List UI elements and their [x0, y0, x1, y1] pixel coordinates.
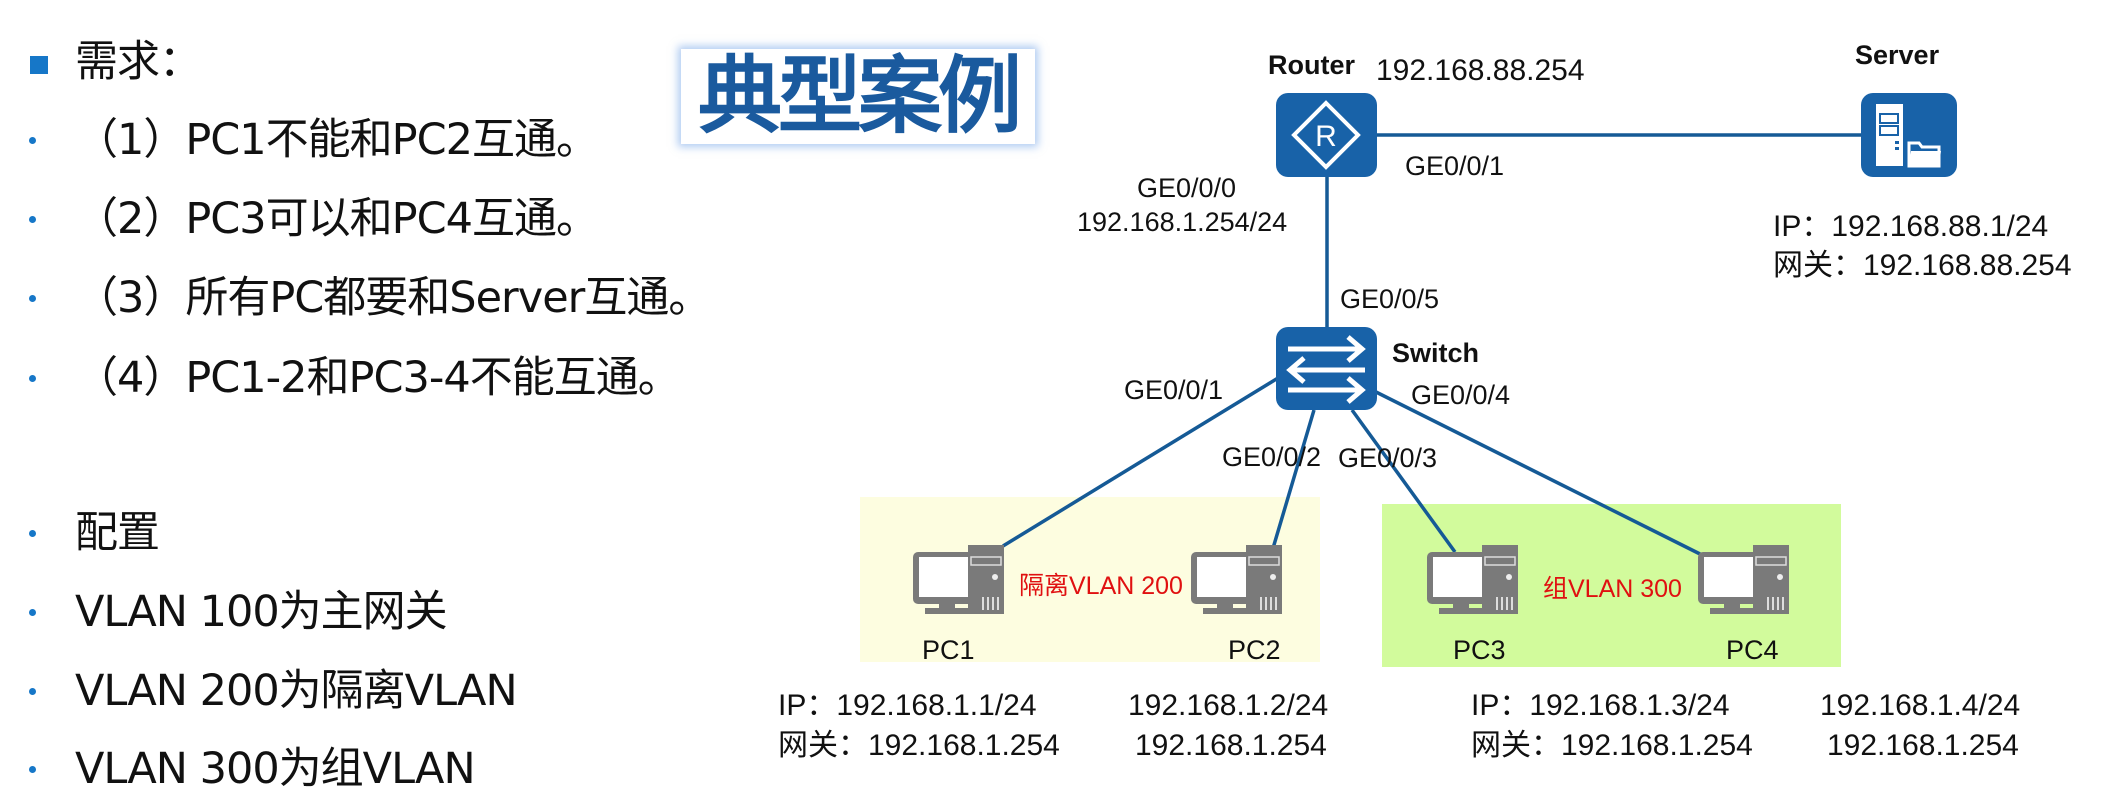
switch-port-label: GE0/0/5	[1340, 284, 1440, 314]
config-item: VLAN 100为主网关	[75, 587, 448, 637]
bullet-dot-icon	[29, 530, 36, 537]
requirement-item: （2）PC3可以和PC4互通。	[75, 194, 599, 244]
page-title: 典型案例	[697, 47, 1022, 145]
switch-device[interactable]	[1276, 327, 1377, 410]
pc3-gateway: 网关：192.168.1.254	[1471, 729, 1753, 762]
heading-bullet-icon	[30, 56, 48, 74]
router-port-label: GE0/0/1	[1405, 151, 1505, 181]
pc-name-label: PC2	[1228, 635, 1281, 665]
pc-icon	[1698, 545, 1789, 614]
bullet-dot-icon	[29, 216, 36, 223]
pc1-gateway: 网关：192.168.1.254	[778, 729, 1060, 762]
requirements-heading: 需求：	[75, 37, 202, 87]
pc3-device[interactable]	[1427, 545, 1519, 619]
bullet-dot-icon	[29, 137, 36, 144]
bullet-dot-icon	[29, 688, 36, 695]
router-port-label: GE0/0/0	[1137, 173, 1237, 203]
pc-name-label: PC1	[922, 635, 975, 665]
link-switch-pc1	[1002, 376, 1279, 548]
switch-icon	[1286, 335, 1366, 404]
bullet-dot-icon	[29, 375, 36, 382]
config-item: VLAN 300为组VLAN	[75, 744, 476, 794]
switch-port-label: GE0/0/2	[1222, 442, 1322, 472]
config-heading: 配置	[75, 508, 160, 558]
router-lan-ip: 192.168.1.254/24	[1077, 207, 1288, 237]
bullet-dot-icon	[29, 609, 36, 616]
server-label: Server	[1855, 40, 1940, 70]
svg-text:R: R	[1315, 120, 1337, 153]
pc1-device[interactable]	[913, 545, 1005, 619]
title-banner: 典型案例	[681, 49, 1035, 144]
router-label: Router	[1268, 50, 1355, 80]
switch-port-label: GE0/0/3	[1338, 443, 1438, 473]
switch-port-label: GE0/0/1	[1124, 375, 1224, 405]
link-switch-pc3	[1350, 408, 1457, 554]
server-gateway: 网关：192.168.88.254	[1773, 249, 2072, 282]
switch-port-label: GE0/0/4	[1411, 380, 1511, 410]
requirement-item: （3）所有PC都要和Server互通。	[75, 273, 711, 323]
switch-label: Switch	[1392, 338, 1480, 368]
server-icon	[1876, 104, 1941, 168]
bullet-dot-icon	[29, 766, 36, 773]
bullet-dot-icon	[29, 295, 36, 302]
pc2-device[interactable]	[1191, 545, 1283, 619]
pc3-ip: IP：192.168.1.3/24	[1471, 689, 1730, 722]
pc4-gateway: 192.168.1.254	[1827, 729, 2019, 762]
pc-name-label: PC4	[1726, 635, 1779, 665]
router-icon: R	[1291, 100, 1361, 170]
pc2-gateway: 192.168.1.254	[1135, 729, 1327, 762]
pc-name-label: PC3	[1453, 635, 1506, 665]
server-ip: IP：192.168.88.1/24	[1773, 210, 2049, 243]
router-device[interactable]: R	[1276, 93, 1377, 177]
pc-icon	[1191, 545, 1282, 614]
pc4-ip: 192.168.1.4/24	[1820, 689, 2021, 722]
pc-icon	[1427, 545, 1518, 614]
isolated-vlan-label: 隔离VLAN 200	[1019, 572, 1183, 600]
requirement-item: （1）PC1不能和PC2互通。	[75, 115, 599, 165]
pc-icon	[913, 545, 1004, 614]
requirement-item: （4）PC1-2和PC3-4不能互通。	[75, 353, 681, 403]
group-vlan-label: 组VLAN 300	[1543, 575, 1682, 603]
link-switch-pc4	[1375, 390, 1701, 556]
config-item: VLAN 200为隔离VLAN	[75, 666, 518, 716]
link-switch-pc2	[1269, 409, 1316, 556]
server-device[interactable]	[1861, 93, 1957, 177]
router-wan-ip: 192.168.88.254	[1376, 54, 1585, 87]
pc4-device[interactable]	[1698, 545, 1790, 619]
pc2-ip: 192.168.1.2/24	[1128, 689, 1329, 722]
pc1-ip: IP：192.168.1.1/24	[778, 689, 1037, 722]
